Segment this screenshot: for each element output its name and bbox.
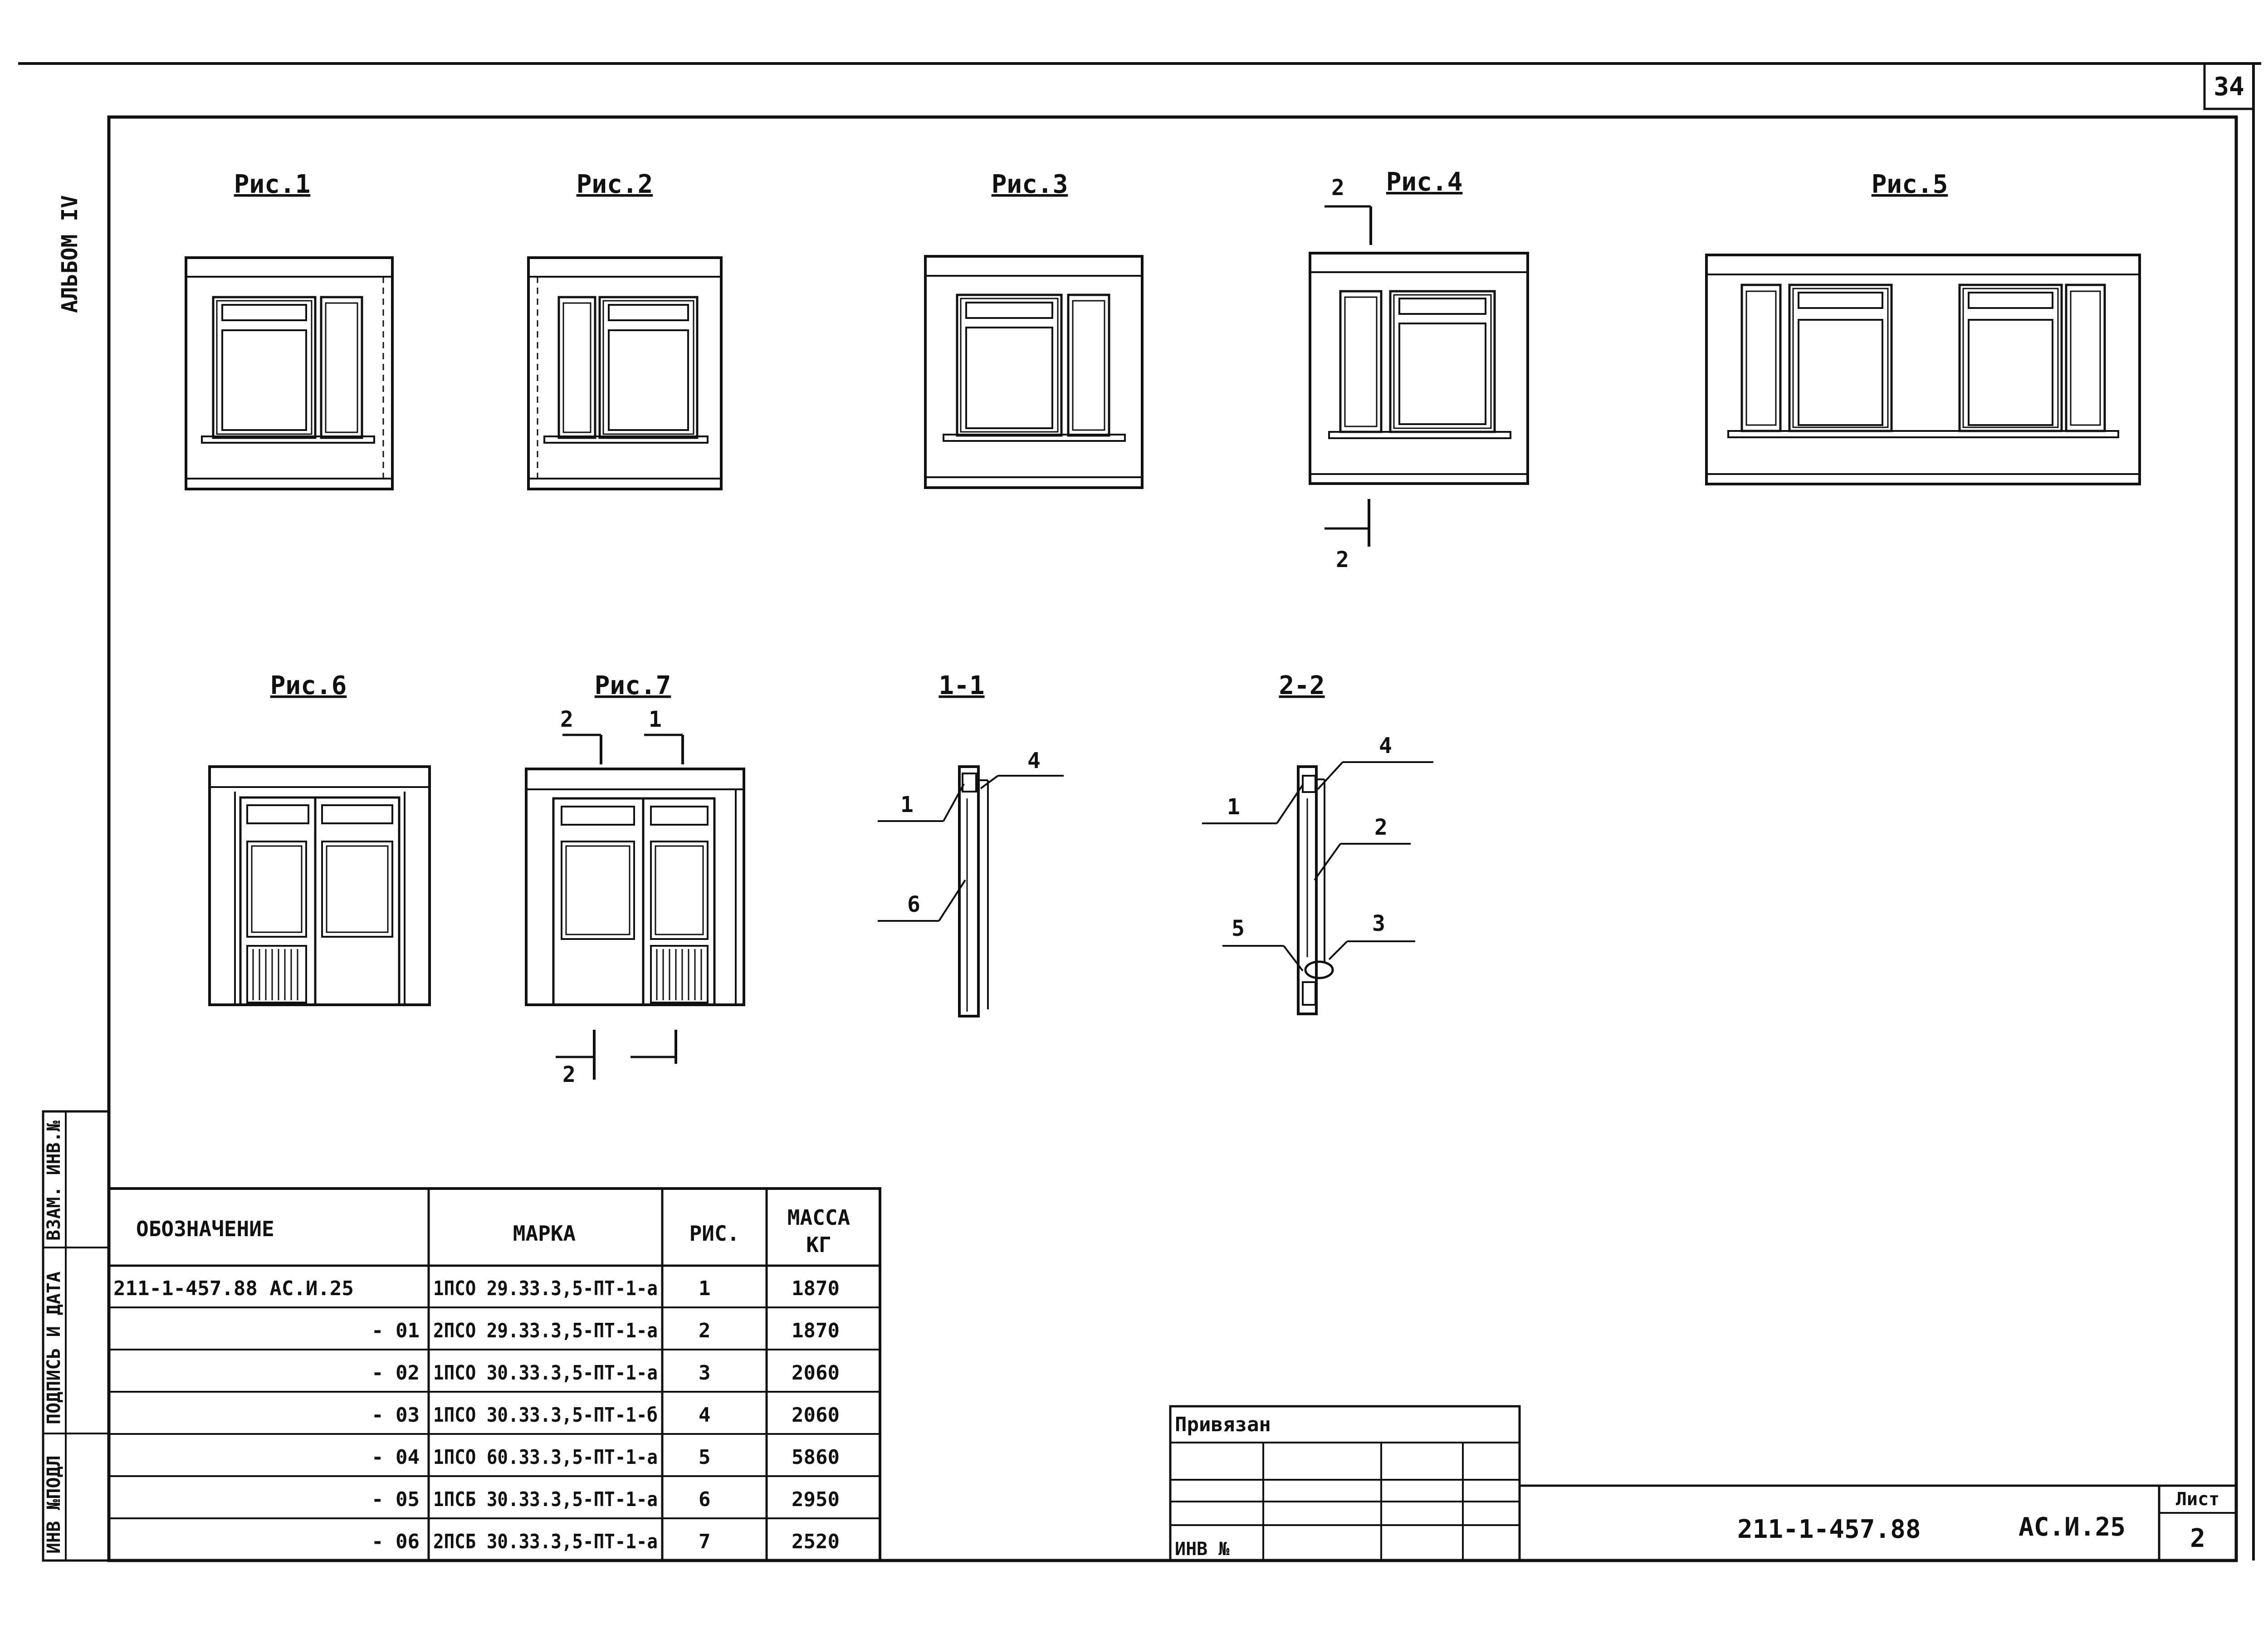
fig2-title: Рис.2 bbox=[577, 170, 653, 199]
stamp-replace-label: ВЗАМ. ИНВ.№ bbox=[44, 1120, 64, 1241]
table-row-mark: 1ПСБ 30.33.3,5-ПТ-1-а bbox=[433, 1488, 658, 1511]
fig4-cut-marks: 2 2 bbox=[1325, 175, 1372, 572]
spec-table: ОБОЗНАЧЕНИЕ МАРКА РИС. МАССА КГ 211-1-45… bbox=[108, 1187, 881, 1562]
fig7-cut-1-top: 1 bbox=[649, 707, 662, 732]
table-row-mass: 2950 bbox=[792, 1488, 840, 1511]
fig7-cut-marks: 2 1 2 bbox=[556, 707, 684, 1087]
table-row-designation: - 02 bbox=[371, 1361, 420, 1384]
table-row-mark: 1ПСО 30.33.3,5-ПТ-1-а bbox=[433, 1361, 658, 1384]
table-row-mass: 1870 bbox=[792, 1319, 840, 1342]
table-row-mark: 1ПСО 30.33.3,5-ПТ-1-б bbox=[433, 1404, 658, 1427]
table-row-designation: 211-1-457.88 АС.И.25 bbox=[113, 1277, 354, 1300]
table-row-designation: - 03 bbox=[371, 1404, 420, 1427]
doc-code: 211-1-457.88 bbox=[1737, 1515, 1921, 1544]
fig7-cut-2-bottom: 2 bbox=[562, 1062, 576, 1087]
binding-stamp: Привязан ИНВ № bbox=[1169, 1405, 1521, 1562]
callout-2-label: 2 bbox=[1374, 815, 1388, 840]
table-row-designation: - 06 bbox=[371, 1530, 420, 1553]
binding-label: Привязан bbox=[1175, 1413, 1271, 1436]
fig5-title: Рис.5 bbox=[1872, 170, 1948, 199]
table-row-fig: 1 bbox=[699, 1277, 711, 1300]
stamp-inv-label: ИНВ №ПОДЛ bbox=[44, 1455, 64, 1554]
table-header-fig: РИС. bbox=[689, 1221, 740, 1246]
doc-mark: АС.И.25 bbox=[2019, 1512, 2126, 1542]
table-row-mass: 2060 bbox=[792, 1361, 840, 1384]
section-1-1: 1 4 6 bbox=[878, 748, 1064, 1018]
fig7-title: Рис.7 bbox=[595, 671, 671, 700]
fig1-title: Рис.1 bbox=[234, 170, 311, 199]
table-row-mass: 5860 bbox=[792, 1446, 840, 1469]
section-1-1-title: 1-1 bbox=[938, 671, 984, 700]
table-row-designation: - 04 bbox=[371, 1446, 420, 1469]
table-row-mark: 2ПСБ 30.33.3,5-ПТ-1-а bbox=[433, 1530, 658, 1553]
table-header-mass-unit: КГ bbox=[806, 1233, 831, 1257]
cut-mark-2-bottom: 2 bbox=[1336, 547, 1349, 572]
fig1-panel bbox=[185, 256, 394, 490]
callout-5-label: 5 bbox=[1232, 916, 1245, 941]
callout-3-label: 3 bbox=[1372, 911, 1385, 936]
table-row-fig: 7 bbox=[699, 1530, 711, 1553]
section-2-2: 1 4 2 3 5 bbox=[1202, 733, 1433, 1015]
sheet-value: 2 bbox=[2190, 1524, 2205, 1553]
callout-6-label: 6 bbox=[907, 892, 920, 917]
stamp-sign-label: ПОДПИСЬ И ДАТА bbox=[44, 1272, 64, 1424]
cut-mark-2-top: 2 bbox=[1331, 175, 1344, 201]
table-header-designation: ОБОЗНАЧЕНИЕ bbox=[136, 1217, 274, 1241]
fig5-panel bbox=[1705, 254, 2141, 485]
table-header-mass: МАССА bbox=[787, 1205, 850, 1230]
table-row-designation: - 01 bbox=[371, 1319, 420, 1342]
fig4-panel bbox=[1309, 252, 1529, 485]
table-row-fig: 4 bbox=[699, 1404, 711, 1427]
fig3-title: Рис.3 bbox=[992, 170, 1068, 199]
fig6-panel bbox=[208, 765, 431, 1006]
callout-1-label-s11: 1 bbox=[900, 792, 914, 817]
table-row-designation: - 05 bbox=[371, 1488, 420, 1511]
fig4-title: Рис.4 bbox=[1386, 167, 1463, 197]
table-row-mark: 1ПСО 29.33.3,5-ПТ-1-а bbox=[433, 1277, 658, 1300]
table-row-fig: 2 bbox=[699, 1319, 711, 1342]
title-block: Лист 2 211-1-457.88 АС.И.25 bbox=[1520, 1484, 2238, 1562]
fig3-panel bbox=[924, 255, 1144, 489]
table-row-fig: 5 bbox=[699, 1446, 711, 1469]
table-row-mark: 2ПСО 29.33.3,5-ПТ-1-а bbox=[433, 1319, 658, 1342]
binding-inv-label: ИНВ № bbox=[1175, 1539, 1229, 1560]
album-label: АЛЬБОМ IV bbox=[57, 195, 83, 313]
sheet-label: Лист bbox=[2176, 1489, 2219, 1510]
fig7-cut-2-top: 2 bbox=[560, 707, 573, 732]
sheet-number-box bbox=[2203, 62, 2255, 110]
table-row-mark: 1ПСО 60.33.3,5-ПТ-1-а bbox=[433, 1446, 658, 1469]
callout-4-label-s22: 4 bbox=[1379, 733, 1392, 758]
callout-1-label-s22: 1 bbox=[1227, 794, 1240, 820]
table-row-mass: 2060 bbox=[792, 1404, 840, 1427]
section-2-2-title: 2-2 bbox=[1279, 671, 1325, 700]
callout-4-label-s11: 4 bbox=[1027, 748, 1041, 773]
table-row-mass: 2520 bbox=[792, 1530, 840, 1553]
table-header-mark: МАРКА bbox=[513, 1221, 576, 1246]
table-row-mass: 1870 bbox=[792, 1277, 840, 1300]
fig7-panel bbox=[525, 768, 745, 1006]
sheet-number: 34 bbox=[2214, 72, 2244, 102]
fig6-title: Рис.6 bbox=[270, 671, 347, 700]
table-row-fig: 6 bbox=[699, 1488, 711, 1511]
table-row-fig: 3 bbox=[699, 1361, 711, 1384]
fig2-panel bbox=[527, 256, 723, 490]
